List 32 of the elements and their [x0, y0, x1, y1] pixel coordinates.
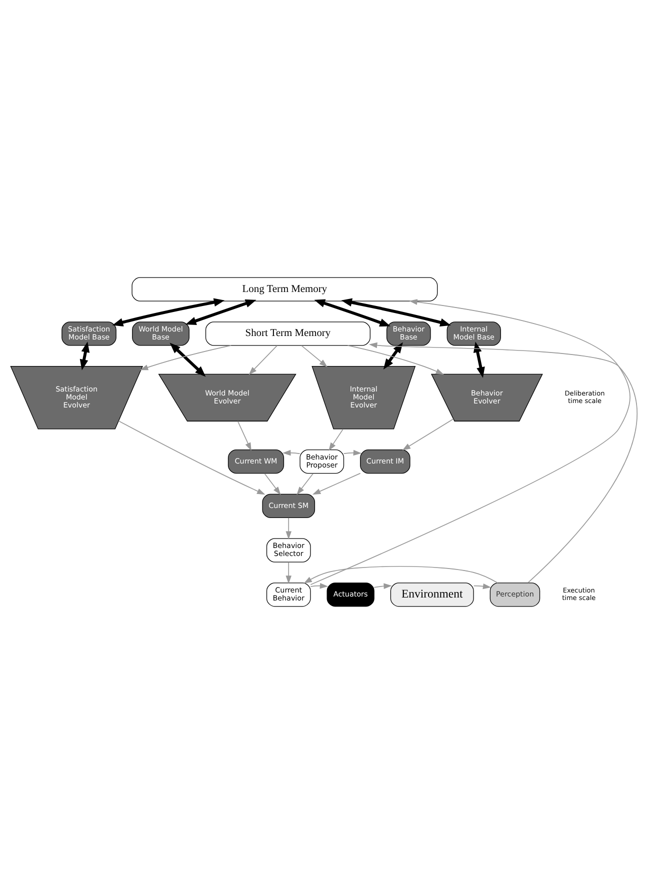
arrow — [237, 420, 252, 450]
arrow — [312, 472, 361, 494]
arrow — [185, 298, 256, 324]
arrow — [248, 344, 278, 374]
arrow — [296, 472, 314, 494]
arrow — [80, 341, 90, 370]
arrow — [112, 298, 225, 326]
arrow — [473, 582, 492, 589]
arrow — [310, 298, 630, 585]
arrow — [301, 344, 328, 367]
node-box: Environment — [390, 582, 474, 606]
arrow — [368, 342, 637, 583]
arrow — [402, 418, 454, 450]
arrow — [314, 298, 390, 326]
arrow — [347, 344, 444, 374]
arrow — [304, 565, 498, 584]
node-box: Short Term Memory — [205, 321, 370, 346]
arrow — [170, 342, 206, 376]
arrow — [383, 342, 403, 370]
arrow — [328, 428, 344, 450]
arrow — [374, 582, 392, 589]
arrow — [473, 341, 485, 378]
arrow — [341, 298, 451, 326]
arrow — [118, 420, 266, 494]
arrow — [310, 582, 328, 588]
arrow — [140, 344, 232, 370]
arrow — [264, 472, 281, 494]
arrow — [343, 449, 362, 456]
arrow — [286, 516, 292, 540]
node-box: Long Term Memory — [132, 276, 438, 301]
arrow — [282, 449, 300, 456]
arrow — [286, 561, 292, 584]
